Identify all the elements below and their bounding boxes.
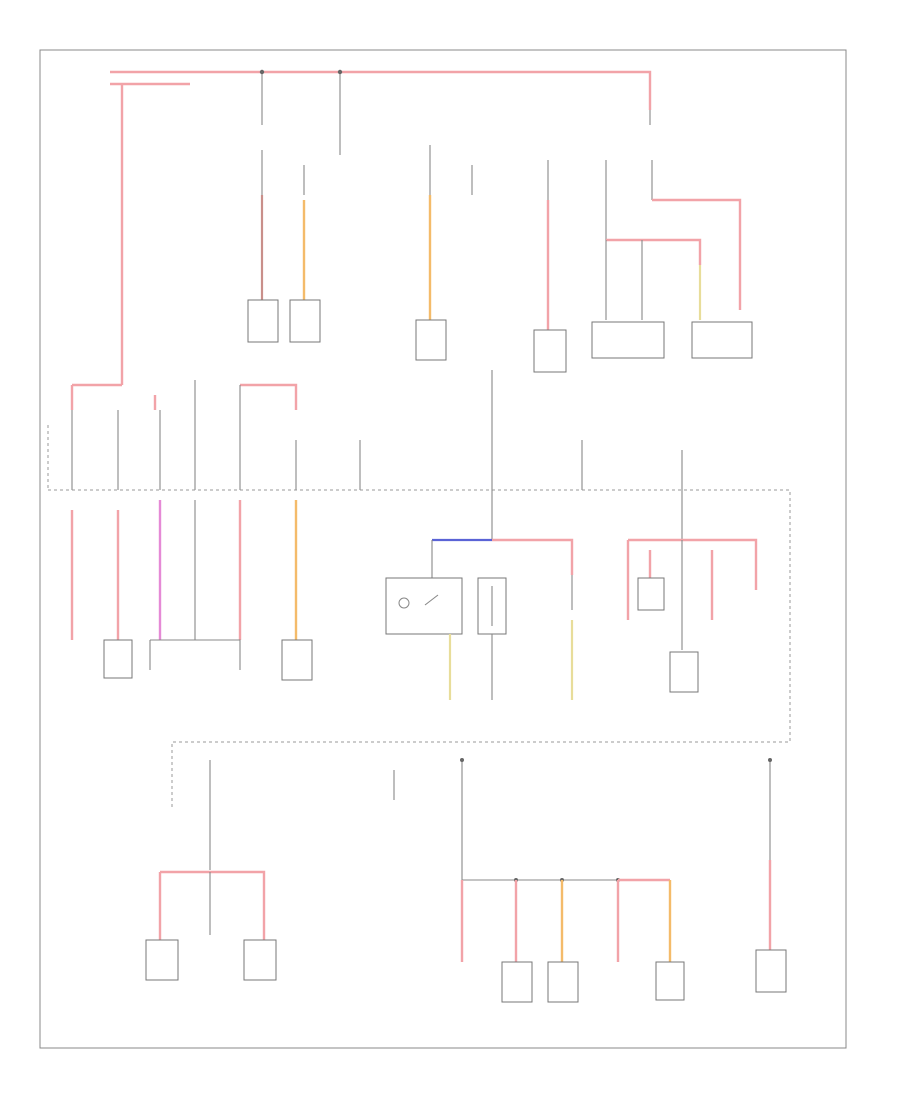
module-box <box>669 651 699 693</box>
module-box <box>547 961 579 1003</box>
fuse-box-boundary <box>48 489 791 810</box>
relay-box <box>385 577 463 635</box>
module-box <box>691 321 753 359</box>
module-box <box>533 329 567 373</box>
diagram-frame <box>39 49 847 1049</box>
module-box <box>591 321 665 359</box>
module-box <box>655 961 685 1001</box>
module-box <box>145 939 179 981</box>
top-center-modules <box>415 145 567 373</box>
main-power-bus <box>110 69 652 385</box>
bottom-section <box>145 758 787 1003</box>
module-box <box>281 639 313 681</box>
right-cluster <box>626 490 758 693</box>
lower-left-branches <box>70 500 313 681</box>
top-left-modules <box>247 150 321 343</box>
module-box <box>415 319 447 361</box>
module-box <box>637 577 665 611</box>
module-box <box>289 299 321 343</box>
top-right-modules <box>591 160 753 359</box>
module-box <box>755 949 787 993</box>
module-box <box>103 639 133 679</box>
center-relays <box>385 490 574 700</box>
module-box <box>247 299 279 343</box>
module-box <box>501 961 533 1003</box>
module-box <box>243 939 277 981</box>
middle-distribution <box>70 370 683 490</box>
